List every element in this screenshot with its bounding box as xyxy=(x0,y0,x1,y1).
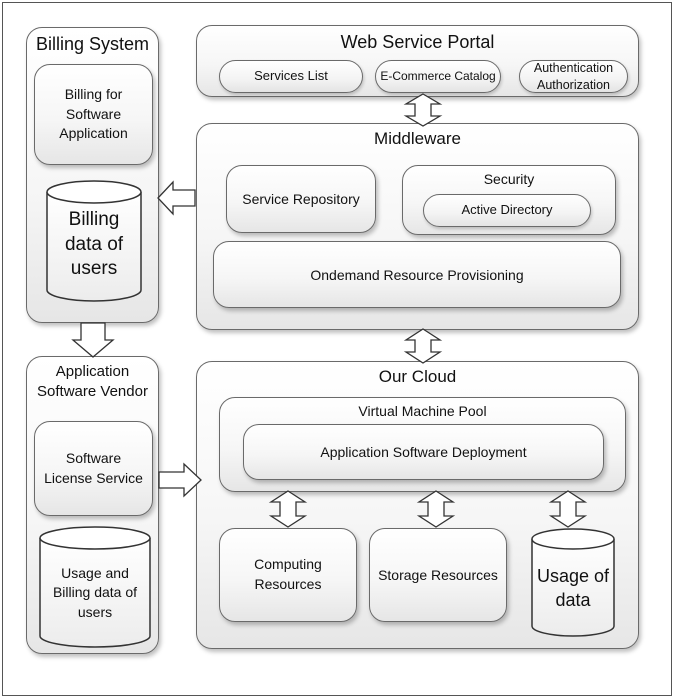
service-repository-box: Service Repository xyxy=(226,165,376,233)
license-line-1: Software xyxy=(65,449,122,466)
vm-storage-double-arrow xyxy=(416,490,456,528)
middleware-cloud-double-arrow xyxy=(403,328,443,364)
billing-data-line-2: data of xyxy=(64,233,124,255)
computing-resources-box: Computing Resources xyxy=(219,528,357,622)
software-license-service-box: Software License Service xyxy=(34,421,153,516)
billing-data-line-1: Billing xyxy=(68,208,120,230)
vm-usage-double-arrow xyxy=(548,490,588,528)
cloud-title: Our Cloud xyxy=(378,367,457,386)
computing-line-2: Resources xyxy=(254,576,322,592)
usage-billing-line-1: Usage and xyxy=(61,564,129,581)
billing-for-software-box: Billing for Software Application xyxy=(34,64,153,165)
service-repository-label: Service Repository xyxy=(242,191,360,207)
billing-to-vendor-arrow xyxy=(71,322,115,358)
vendor-to-cloud-arrow xyxy=(158,462,202,498)
usage-of-data-label: Usage of data xyxy=(531,558,615,618)
ecommerce-catalog-pill: E-Commerce Catalog xyxy=(375,60,501,93)
billing-software-line-1: Billing for xyxy=(64,86,123,103)
provisioning-box: Ondemand Resource Provisioning xyxy=(213,241,621,308)
middleware-to-billing-arrow xyxy=(157,180,196,216)
billing-data-line-3: users xyxy=(70,258,118,280)
storage-label: Storage Resources xyxy=(378,567,498,583)
vendor-title: Application Software Vendor xyxy=(26,362,159,403)
active-directory-pill: Active Directory xyxy=(423,194,591,227)
computing-line-1: Computing xyxy=(254,556,322,573)
usage-billing-label: Usage and Billing data of users xyxy=(39,558,151,628)
vm-pool-label: Virtual Machine Pool xyxy=(358,403,487,419)
usage-billing-cylinder xyxy=(39,526,151,648)
provisioning-label: Ondemand Resource Provisioning xyxy=(310,266,524,283)
vm-computing-double-arrow xyxy=(268,490,308,528)
authentication-pill: Authentication Authorization xyxy=(519,60,628,93)
billing-data-label: Billing data of users xyxy=(46,205,142,285)
services-list-pill: Services List xyxy=(219,60,363,93)
usage-data-line-2: data xyxy=(555,590,591,610)
active-directory-label: Active Directory xyxy=(461,202,553,218)
auth-line-2: Authorization xyxy=(537,77,610,92)
usage-billing-line-2: Billing data of xyxy=(52,584,138,601)
usage-billing-line-3: users xyxy=(77,603,113,620)
auth-line-1: Authentication xyxy=(533,61,614,76)
usage-of-data-cylinder xyxy=(531,528,615,637)
portal-title: Web Service Portal xyxy=(340,32,495,52)
billing-data-cylinder xyxy=(46,180,142,302)
billing-software-line-3: Application xyxy=(59,125,128,142)
middleware-title: Middleware xyxy=(374,129,461,148)
security-label: Security xyxy=(483,171,535,187)
vendor-title-line-2: Software Vendor xyxy=(37,383,148,401)
license-line-2: License Service xyxy=(44,469,143,486)
usage-data-line-1: Usage of xyxy=(536,565,610,586)
services-list-label: Services List xyxy=(254,68,328,84)
deployment-box: Application Software Deployment xyxy=(243,424,604,480)
ecommerce-label: E-Commerce Catalog xyxy=(380,68,496,83)
deployment-label: Application Software Deployment xyxy=(320,444,527,460)
vendor-title-line-1: Application xyxy=(55,363,130,380)
storage-resources-box: Storage Resources xyxy=(369,528,507,622)
billing-system-title: Billing System xyxy=(35,34,150,54)
portal-middleware-double-arrow xyxy=(403,93,443,127)
billing-software-line-2: Software xyxy=(65,105,122,122)
